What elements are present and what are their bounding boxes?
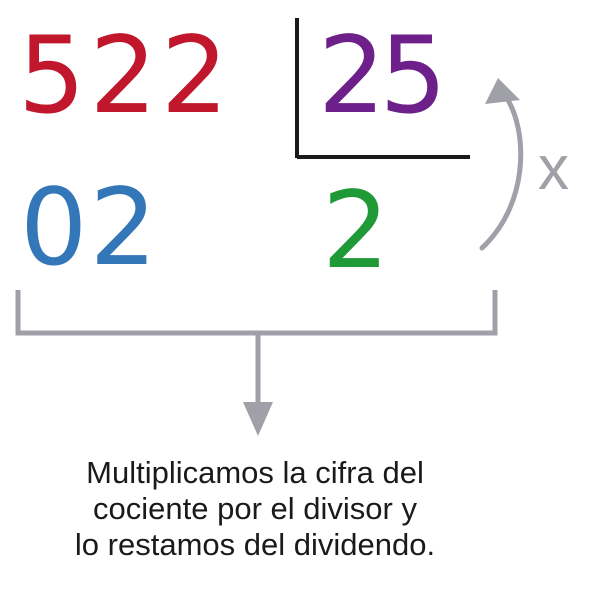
multiply-curve-arrow — [479, 97, 524, 251]
group-bracket — [15, 290, 498, 336]
divisor-number: 25 — [318, 14, 447, 137]
multiply-operator: x — [538, 134, 569, 203]
multiply-arrowhead — [485, 78, 520, 104]
down-arrowhead — [243, 402, 273, 436]
partial-remainder-number: 02 — [20, 166, 159, 289]
caption-line-2: cociente por el divisor y — [93, 491, 417, 526]
quotient-number: 2 — [322, 169, 390, 292]
caption-line-1: Multiplicamos la cifra del — [86, 455, 424, 490]
explanation-caption: Multiplicamos la cifra del cociente por … — [0, 455, 510, 563]
dividend-number: 522 — [18, 14, 233, 137]
caption-line-3: lo restamos del dividendo. — [74, 527, 436, 562]
